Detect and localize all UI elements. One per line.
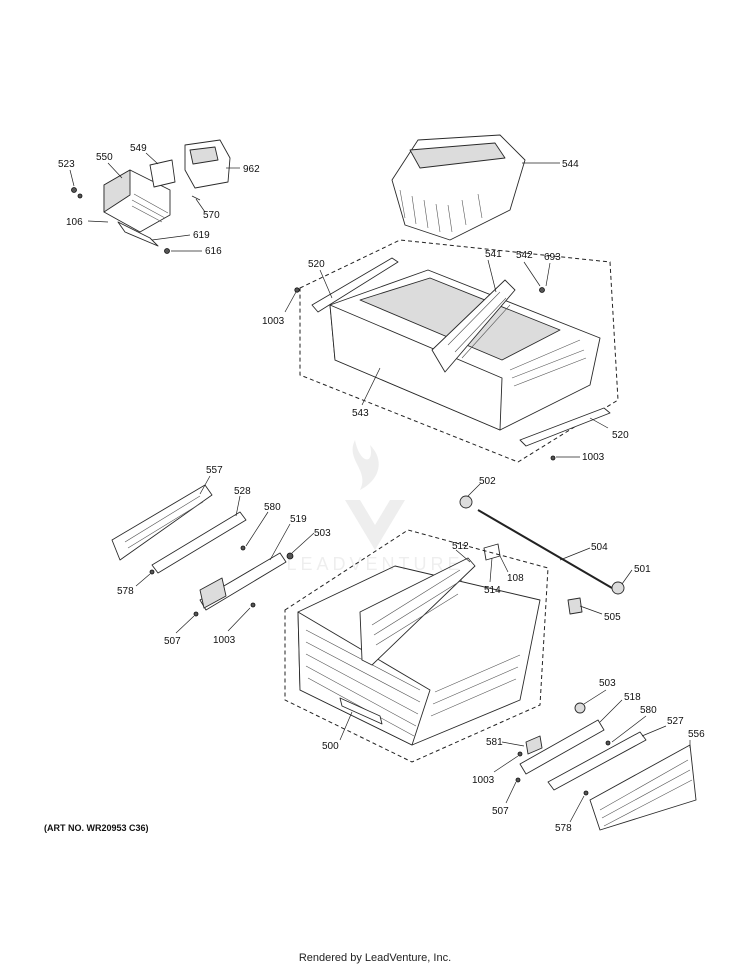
callout-616: 616 [205,246,222,257]
callout-556: 556 [688,729,705,740]
callout-514: 514 [484,585,501,596]
leadventure-watermark-logo: LEADVENTURE [286,440,463,574]
callout-500: 500 [322,741,339,752]
callout-1003-left: 1003 [213,635,236,646]
callout-693: 693 [544,252,561,263]
callout-1003-upper-left: 1003 [262,316,285,327]
callout-519: 519 [290,514,307,525]
ice-maker-leaders [69,152,240,252]
callout-619: 619 [193,230,210,241]
upper-drawer-leaders [284,259,609,458]
callout-507-right: 507 [492,806,509,817]
callout-512: 512 [452,541,469,552]
callout-505: 505 [604,612,621,623]
upper-rail-520 [311,257,611,447]
left-slide-leaders [135,475,315,634]
lower-basket-500 [297,557,541,746]
callout-550: 550 [96,152,113,163]
callout-520-upper: 520 [308,259,325,270]
callout-523: 523 [58,159,75,170]
rod-leaders [467,483,633,615]
callout-543: 543 [352,408,369,419]
ice-maker-assembly [71,139,231,254]
callout-507-left: 507 [164,636,181,647]
callout-503-right: 503 [599,678,616,689]
rod-assembly [459,495,625,615]
callout-541: 541 [485,249,502,260]
ice-bin-544 [391,134,560,241]
callout-580-left: 580 [264,502,281,513]
callout-578-left: 578 [117,586,134,597]
callout-581: 581 [486,737,503,748]
callout-962: 962 [243,164,260,175]
callout-503-left: 503 [314,528,331,539]
callout-578-right: 578 [555,823,572,834]
callout-labels: 523 550 549 962 106 570 619 616 544 520 … [58,143,705,834]
callout-1003-upper-right: 1003 [582,452,605,463]
callout-520-lower: 520 [612,430,629,441]
callout-1003-right: 1003 [472,775,495,786]
callout-528: 528 [234,486,251,497]
upper-drawer-543 [329,269,601,431]
watermark-text: LEADVENTURE [286,554,463,574]
callout-527: 527 [667,716,684,727]
lower-basket-leaders [339,549,471,741]
callout-501: 501 [634,564,651,575]
callout-502: 502 [479,476,496,487]
callout-580-right: 580 [640,705,657,716]
callout-542: 542 [516,250,533,261]
callout-108: 108 [507,573,524,584]
right-slide-leaders [493,689,691,823]
upper-drawer-group-outline [299,239,619,463]
callout-504: 504 [591,542,608,553]
callout-518: 518 [624,692,641,703]
art-number: (ART NO. WR20953 C36) [44,823,149,833]
footer-credit: Rendered by LeadVenture, Inc. [298,952,452,964]
callout-549: 549 [130,143,147,154]
callout-557: 557 [206,465,223,476]
left-slide-hardware [111,484,294,617]
callout-106: 106 [66,217,83,228]
lower-basket-group-outline [284,529,549,763]
callout-544: 544 [562,159,579,170]
right-slide-hardware [515,702,697,831]
callout-570: 570 [203,210,220,221]
